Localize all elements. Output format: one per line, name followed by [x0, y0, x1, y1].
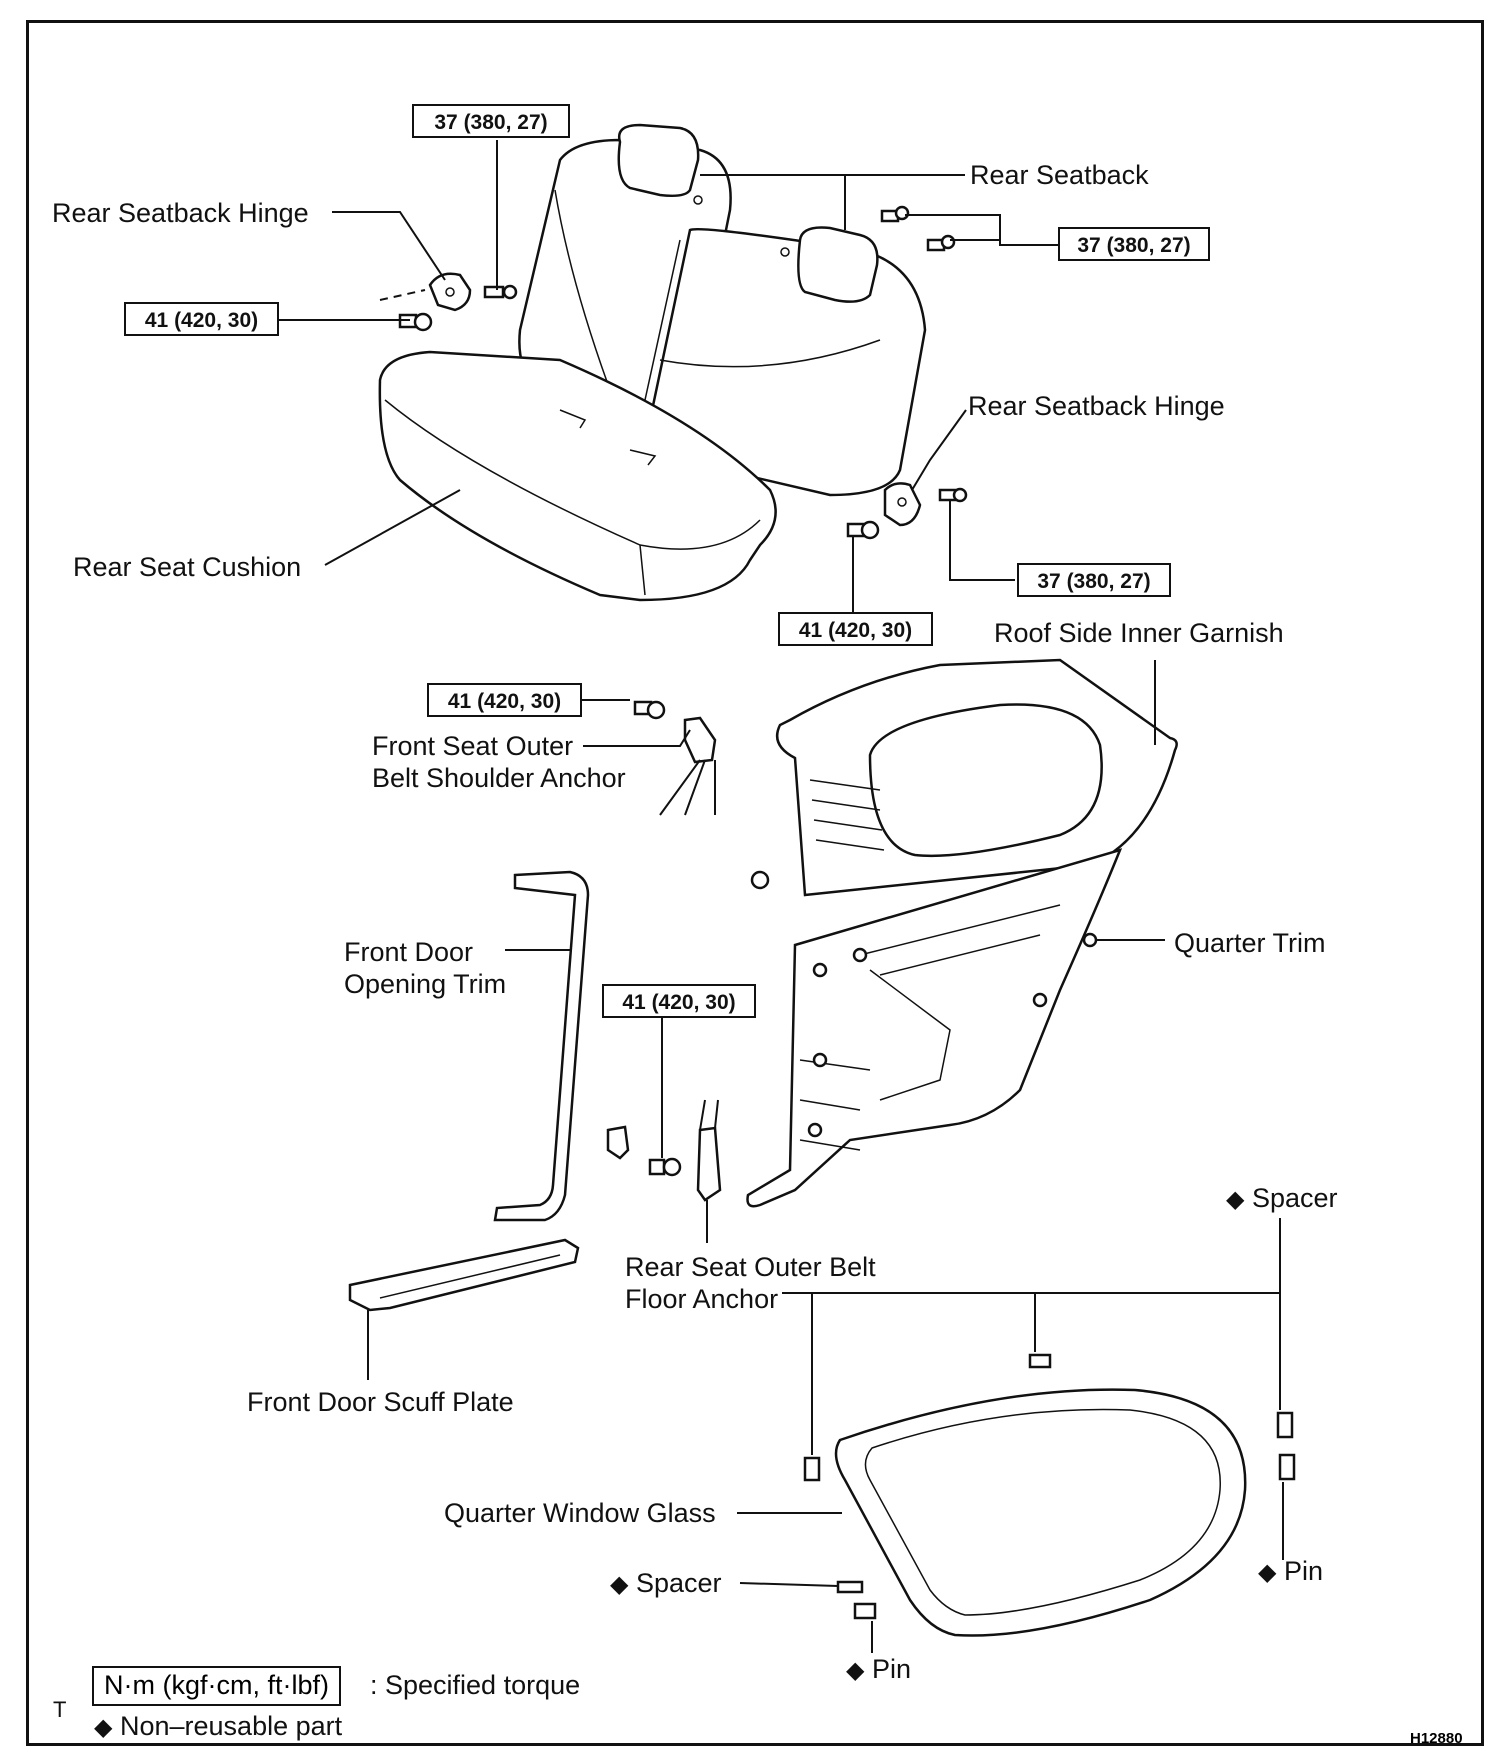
torque-spec-box: 41 (420, 30): [427, 683, 582, 717]
label-pin-right: ◆ Pin: [1258, 1555, 1323, 1589]
legend-nonreusable: ◆ Non–reusable part: [94, 1710, 342, 1744]
front-door-opening-trim-drawing: [493, 870, 590, 1222]
legend-torque-box: N·m (kgf·cm, ft·lbf): [92, 1666, 341, 1706]
label-rear-seatback: Rear Seatback: [970, 160, 1149, 190]
torque-spec-box: 37 (380, 27): [1058, 227, 1210, 261]
label-rear-seatback-hinge-right: Rear Seatback Hinge: [968, 391, 1225, 421]
torque-spec-box: 41 (420, 30): [124, 302, 279, 336]
label-rear-seat-outer-belt-floor-anchor-line1: Rear Seat Outer Belt: [625, 1252, 876, 1282]
nonreusable-diamond-icon: ◆: [846, 1657, 865, 1684]
rear-seat-cushion-drawing: [378, 350, 777, 602]
label-front-seat-outer-belt-shoulder-anchor-line1: Front Seat Outer: [372, 731, 574, 761]
torque-spec-box: 37 (380, 27): [412, 104, 570, 138]
label-front-seat-outer-belt-shoulder-anchor-line2: Belt Shoulder Anchor: [372, 763, 626, 793]
label-rear-seat-cushion: Rear Seat Cushion: [73, 552, 302, 582]
leader-lines: [279, 140, 1284, 1653]
label-pin-bottom-text: Pin: [871, 1654, 912, 1684]
label-rear-seat-outer-belt-floor-anchor-line2: Floor Anchor: [625, 1284, 779, 1314]
quarter-trim-drawing: [746, 848, 1123, 1208]
label-quarter-window-glass: Quarter Window Glass: [444, 1498, 716, 1528]
label-front-door-opening-trim-line2: Opening Trim: [344, 969, 507, 999]
label-front-door-scuff-plate: Front Door Scuff Plate: [247, 1387, 514, 1417]
nonreusable-diamond-icon: ◆: [94, 1714, 113, 1741]
torque-spec-box: 41 (420, 30): [778, 612, 933, 646]
label-pin-right-text: Pin: [1283, 1556, 1324, 1586]
torque-spec-box: 37 (380, 27): [1017, 563, 1171, 597]
legend-nonreusable-text: Non–reusable part: [119, 1711, 343, 1741]
label-spacer-top-text: Spacer: [1251, 1183, 1338, 1213]
label-front-door-opening-trim-line1: Front Door: [344, 937, 474, 967]
rear-seatback-drawing: [518, 123, 927, 497]
rear-seatback-hinge-left-drawing: [379, 272, 472, 312]
quarter-window-glass-drawing: [803, 1353, 1296, 1637]
diagram-frame: [26, 20, 1484, 1746]
label-spacer-bottom: ◆ Spacer: [610, 1567, 722, 1601]
margin-mark: T: [53, 1697, 67, 1722]
label-quarter-trim: Quarter Trim: [1174, 928, 1326, 958]
rear-seatback-hinge-right-drawing: [846, 482, 968, 540]
roof-side-inner-garnish-drawing: [750, 658, 1178, 897]
figure-code: H12880: [1410, 1730, 1463, 1747]
label-spacer-bottom-text: Spacer: [635, 1568, 722, 1598]
nonreusable-diamond-icon: ◆: [1226, 1186, 1245, 1213]
label-pin-bottom: ◆ Pin: [846, 1653, 911, 1687]
legend-torque-desc: : Specified torque: [370, 1670, 581, 1700]
rear-seat-outer-belt-floor-anchor-drawing: [606, 1099, 722, 1202]
nonreusable-diamond-icon: ◆: [610, 1571, 629, 1598]
front-door-scuff-plate-drawing: [348, 1238, 580, 1312]
label-rear-seatback-hinge-left: Rear Seatback Hinge: [52, 198, 309, 228]
label-roof-side-inner-garnish: Roof Side Inner Garnish: [994, 618, 1284, 648]
front-seat-outer-belt-shoulder-anchor-drawing: [633, 700, 717, 816]
torque-spec-box: 41 (420, 30): [602, 984, 756, 1018]
nonreusable-diamond-icon: ◆: [1258, 1559, 1277, 1586]
label-spacer-top: ◆ Spacer: [1226, 1182, 1338, 1216]
